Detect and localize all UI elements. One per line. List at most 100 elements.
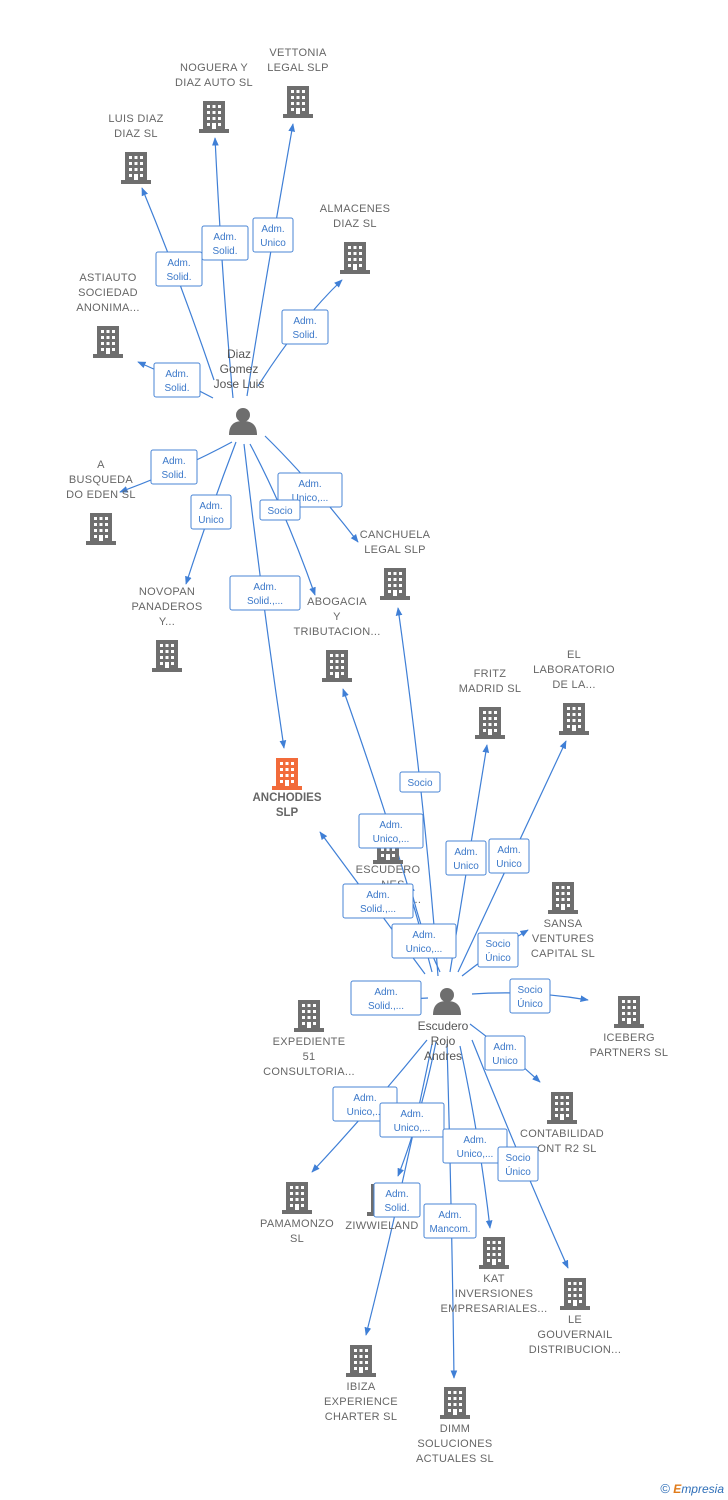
- person-label: Rojo: [431, 1034, 456, 1048]
- company-node-contabilidad[interactable]: CONTABILIDAD...ONT R2 SL: [520, 1092, 604, 1155]
- company-node-laboratorio[interactable]: EL LABORATORIO DE LA...: [533, 649, 615, 735]
- company-label: SLP: [276, 807, 299, 819]
- building-icon: [272, 758, 302, 790]
- relation-text: Unico,...: [406, 944, 443, 955]
- company-label: DE LA...: [552, 679, 595, 691]
- relation-label-c_escudero: Adm.Unico,...: [391, 923, 457, 959]
- relation-text: Socio: [485, 939, 510, 950]
- company-node-novopan[interactable]: NOVOPANPANADEROSY...: [132, 586, 203, 672]
- company-label: Y: [333, 611, 341, 623]
- company-label: CHARTER SL: [325, 1411, 397, 1423]
- edges-layer: [119, 123, 589, 1379]
- relation-text: Adm.: [366, 890, 389, 901]
- company-node-anchodies[interactable]: ANCHODIES SLP: [252, 758, 322, 819]
- relation-label-c_expediente: Adm.Solid.,...: [350, 980, 422, 1016]
- person-icon: [229, 408, 257, 435]
- company-label: IBIZA: [346, 1381, 375, 1393]
- company-label: DIAZ SL: [114, 128, 158, 140]
- company-node-canchuela[interactable]: CANCHUELA LEGAL SLP: [360, 529, 431, 600]
- building-icon: [346, 1345, 376, 1377]
- company-label: CONSULTORIA...: [263, 1066, 355, 1078]
- company-label: SANSA: [544, 918, 583, 930]
- relation-label-c_anchodies: Adm.Solid.,...: [229, 575, 301, 611]
- relation-text: Solid.: [384, 1203, 409, 1214]
- company-label: PAMAMONZO: [260, 1218, 334, 1230]
- relation-text: Adm.: [293, 316, 316, 327]
- relation-label-c_abogacia: Adm.Unico,...: [358, 813, 424, 849]
- relation-text: Unico: [260, 238, 286, 249]
- empresia-watermark: © Empresia: [660, 1481, 724, 1496]
- company-label: ANCHODIES: [252, 792, 321, 804]
- company-label: EL: [567, 649, 581, 661]
- company-node-sansa[interactable]: SANSA VENTURES CAPITAL SL: [531, 882, 595, 960]
- relation-text: Adm.: [385, 1189, 408, 1200]
- relation-text: Adm.: [497, 845, 520, 856]
- relation-text: Adm.: [400, 1109, 423, 1120]
- company-node-kat[interactable]: KATINVERSIONESEMPRESARIALES...: [441, 1237, 548, 1315]
- relation-label-c_kat: Adm.Unico,...: [442, 1128, 508, 1164]
- company-label: Y...: [159, 616, 175, 628]
- building-icon: [614, 996, 644, 1028]
- company-node-abogacia[interactable]: ABOGACIAYTRIBUTACION...: [293, 596, 380, 682]
- company-label: 51: [303, 1051, 316, 1063]
- relation-text: Adm.: [162, 456, 185, 467]
- brand-name: mpresia: [681, 1482, 724, 1496]
- company-label: NOGUERA Y: [180, 62, 248, 74]
- relation-text: Unico,...: [373, 834, 410, 845]
- company-label: DIAZ SL: [333, 218, 377, 230]
- company-label: TRIBUTACION...: [293, 626, 380, 638]
- relation-label-c_laboratorio: Adm.Unico: [488, 838, 530, 874]
- company-label: LABORATORIO: [533, 664, 615, 676]
- company-node-expediente[interactable]: EXPEDIENTE51CONSULTORIA...: [263, 1000, 355, 1078]
- company-label: DIAZ AUTO SL: [175, 77, 253, 89]
- company-node-noguera[interactable]: NOGUERA Y DIAZ AUTO SL: [175, 62, 253, 133]
- company-label: VETTONIA: [269, 47, 327, 59]
- company-node-astiauto[interactable]: ASTIAUTOSOCIEDADANONIMA...: [76, 272, 140, 358]
- company-node-ziwwieland[interactable]: ZIWWIELAND: [345, 1184, 418, 1232]
- building-icon: [380, 568, 410, 600]
- company-label: CAPITAL SL: [531, 948, 595, 960]
- relation-text: Único: [505, 1165, 531, 1178]
- person-label: Gomez: [220, 362, 259, 376]
- building-icon: [322, 650, 352, 682]
- relation-text: Adm.: [298, 479, 321, 490]
- company-label: PANADEROS: [132, 601, 203, 613]
- relation-text: Unico: [453, 861, 479, 872]
- relation-text: Adm.: [493, 1042, 516, 1053]
- company-node-legouvernail[interactable]: LEGOUVERNAILDISTRIBUCION...: [529, 1278, 622, 1356]
- company-label: FRITZ: [474, 668, 507, 680]
- company-label: BUSQUEDA: [69, 474, 133, 486]
- company-label: CANCHUELA: [360, 529, 431, 541]
- relation-text: Solid.: [292, 330, 317, 341]
- relation-text: Unico,...: [457, 1149, 494, 1160]
- company-node-fritz[interactable]: FRITZ MADRID SL: [459, 668, 522, 739]
- company-label: DO EDEN SL: [66, 489, 136, 501]
- company-label: LEGAL SLP: [364, 544, 426, 556]
- company-label: MADRID SL: [459, 683, 522, 695]
- company-label: SOLUCIONES: [417, 1438, 492, 1450]
- company-label: VENTURES: [532, 933, 594, 945]
- building-icon: [199, 101, 229, 133]
- building-icon: [548, 882, 578, 914]
- relation-text: Adm.: [454, 847, 477, 858]
- relation-label-c_almacenes: Adm. Solid.: [281, 309, 329, 345]
- relation-text: Único: [517, 997, 543, 1010]
- relation-label-c_abogacia: Socio: [259, 499, 301, 521]
- relation-text: Adm.: [261, 224, 284, 235]
- building-icon: [86, 513, 116, 545]
- relation-text: Unico,...: [394, 1123, 431, 1134]
- company-label: ANONIMA...: [76, 302, 140, 314]
- relation-text: Socio: [517, 985, 542, 996]
- relation-text: Solid.: [166, 272, 191, 283]
